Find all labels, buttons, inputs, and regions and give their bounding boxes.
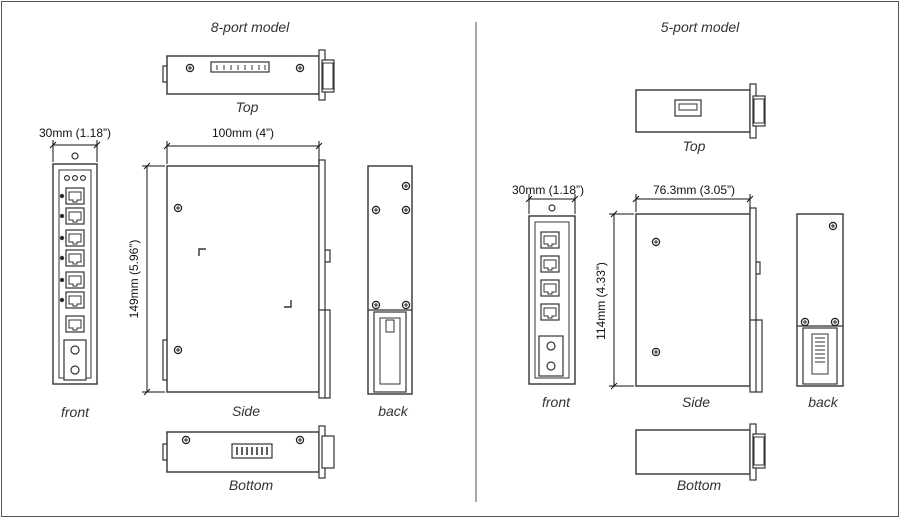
front-view-5port — [528, 204, 576, 385]
view-label-front-8port: front — [60, 404, 90, 420]
dimension-lines-5port — [525, 194, 754, 390]
dim-height-8port: 149mm (5.96”) — [127, 239, 141, 319]
back-view-8port — [367, 165, 413, 395]
dim-height-5port: 114mm (4.33”) — [594, 262, 608, 340]
view-label-back-5port: back — [808, 394, 838, 410]
view-label-bottom-5port: Bottom — [676, 477, 722, 493]
view-label-top-8port: Top — [235, 99, 259, 115]
model-title-5port: 5-port model — [660, 19, 740, 35]
back-view-5port — [796, 213, 844, 387]
top-view-5port — [635, 83, 766, 139]
view-label-back-8port: back — [378, 403, 408, 419]
view-label-front-5port: front — [541, 394, 571, 410]
top-view-8port — [162, 49, 335, 101]
dim-width-8port: 100mm (4”) — [211, 126, 275, 140]
view-label-top-5port: Top — [682, 138, 706, 154]
view-label-side-8port: Side — [231, 403, 261, 419]
view-label-side-5port: Side — [681, 394, 711, 410]
bottom-view-5port — [635, 423, 766, 481]
bottom-view-8port — [162, 425, 335, 479]
model-title-8port: 8-port model — [210, 19, 290, 35]
dim-depth-5port: 30mm (1.18”) — [511, 183, 585, 197]
side-view-8port — [162, 159, 331, 399]
dim-depth-8port: 30mm (1.18”) — [38, 126, 112, 140]
front-view-8port — [52, 152, 98, 385]
side-view-5port — [635, 207, 763, 393]
view-label-bottom-8port: Bottom — [228, 477, 274, 493]
dim-width-5port: 76.3mm (3.05”) — [652, 183, 736, 197]
dimension-lines-8port — [49, 140, 323, 396]
